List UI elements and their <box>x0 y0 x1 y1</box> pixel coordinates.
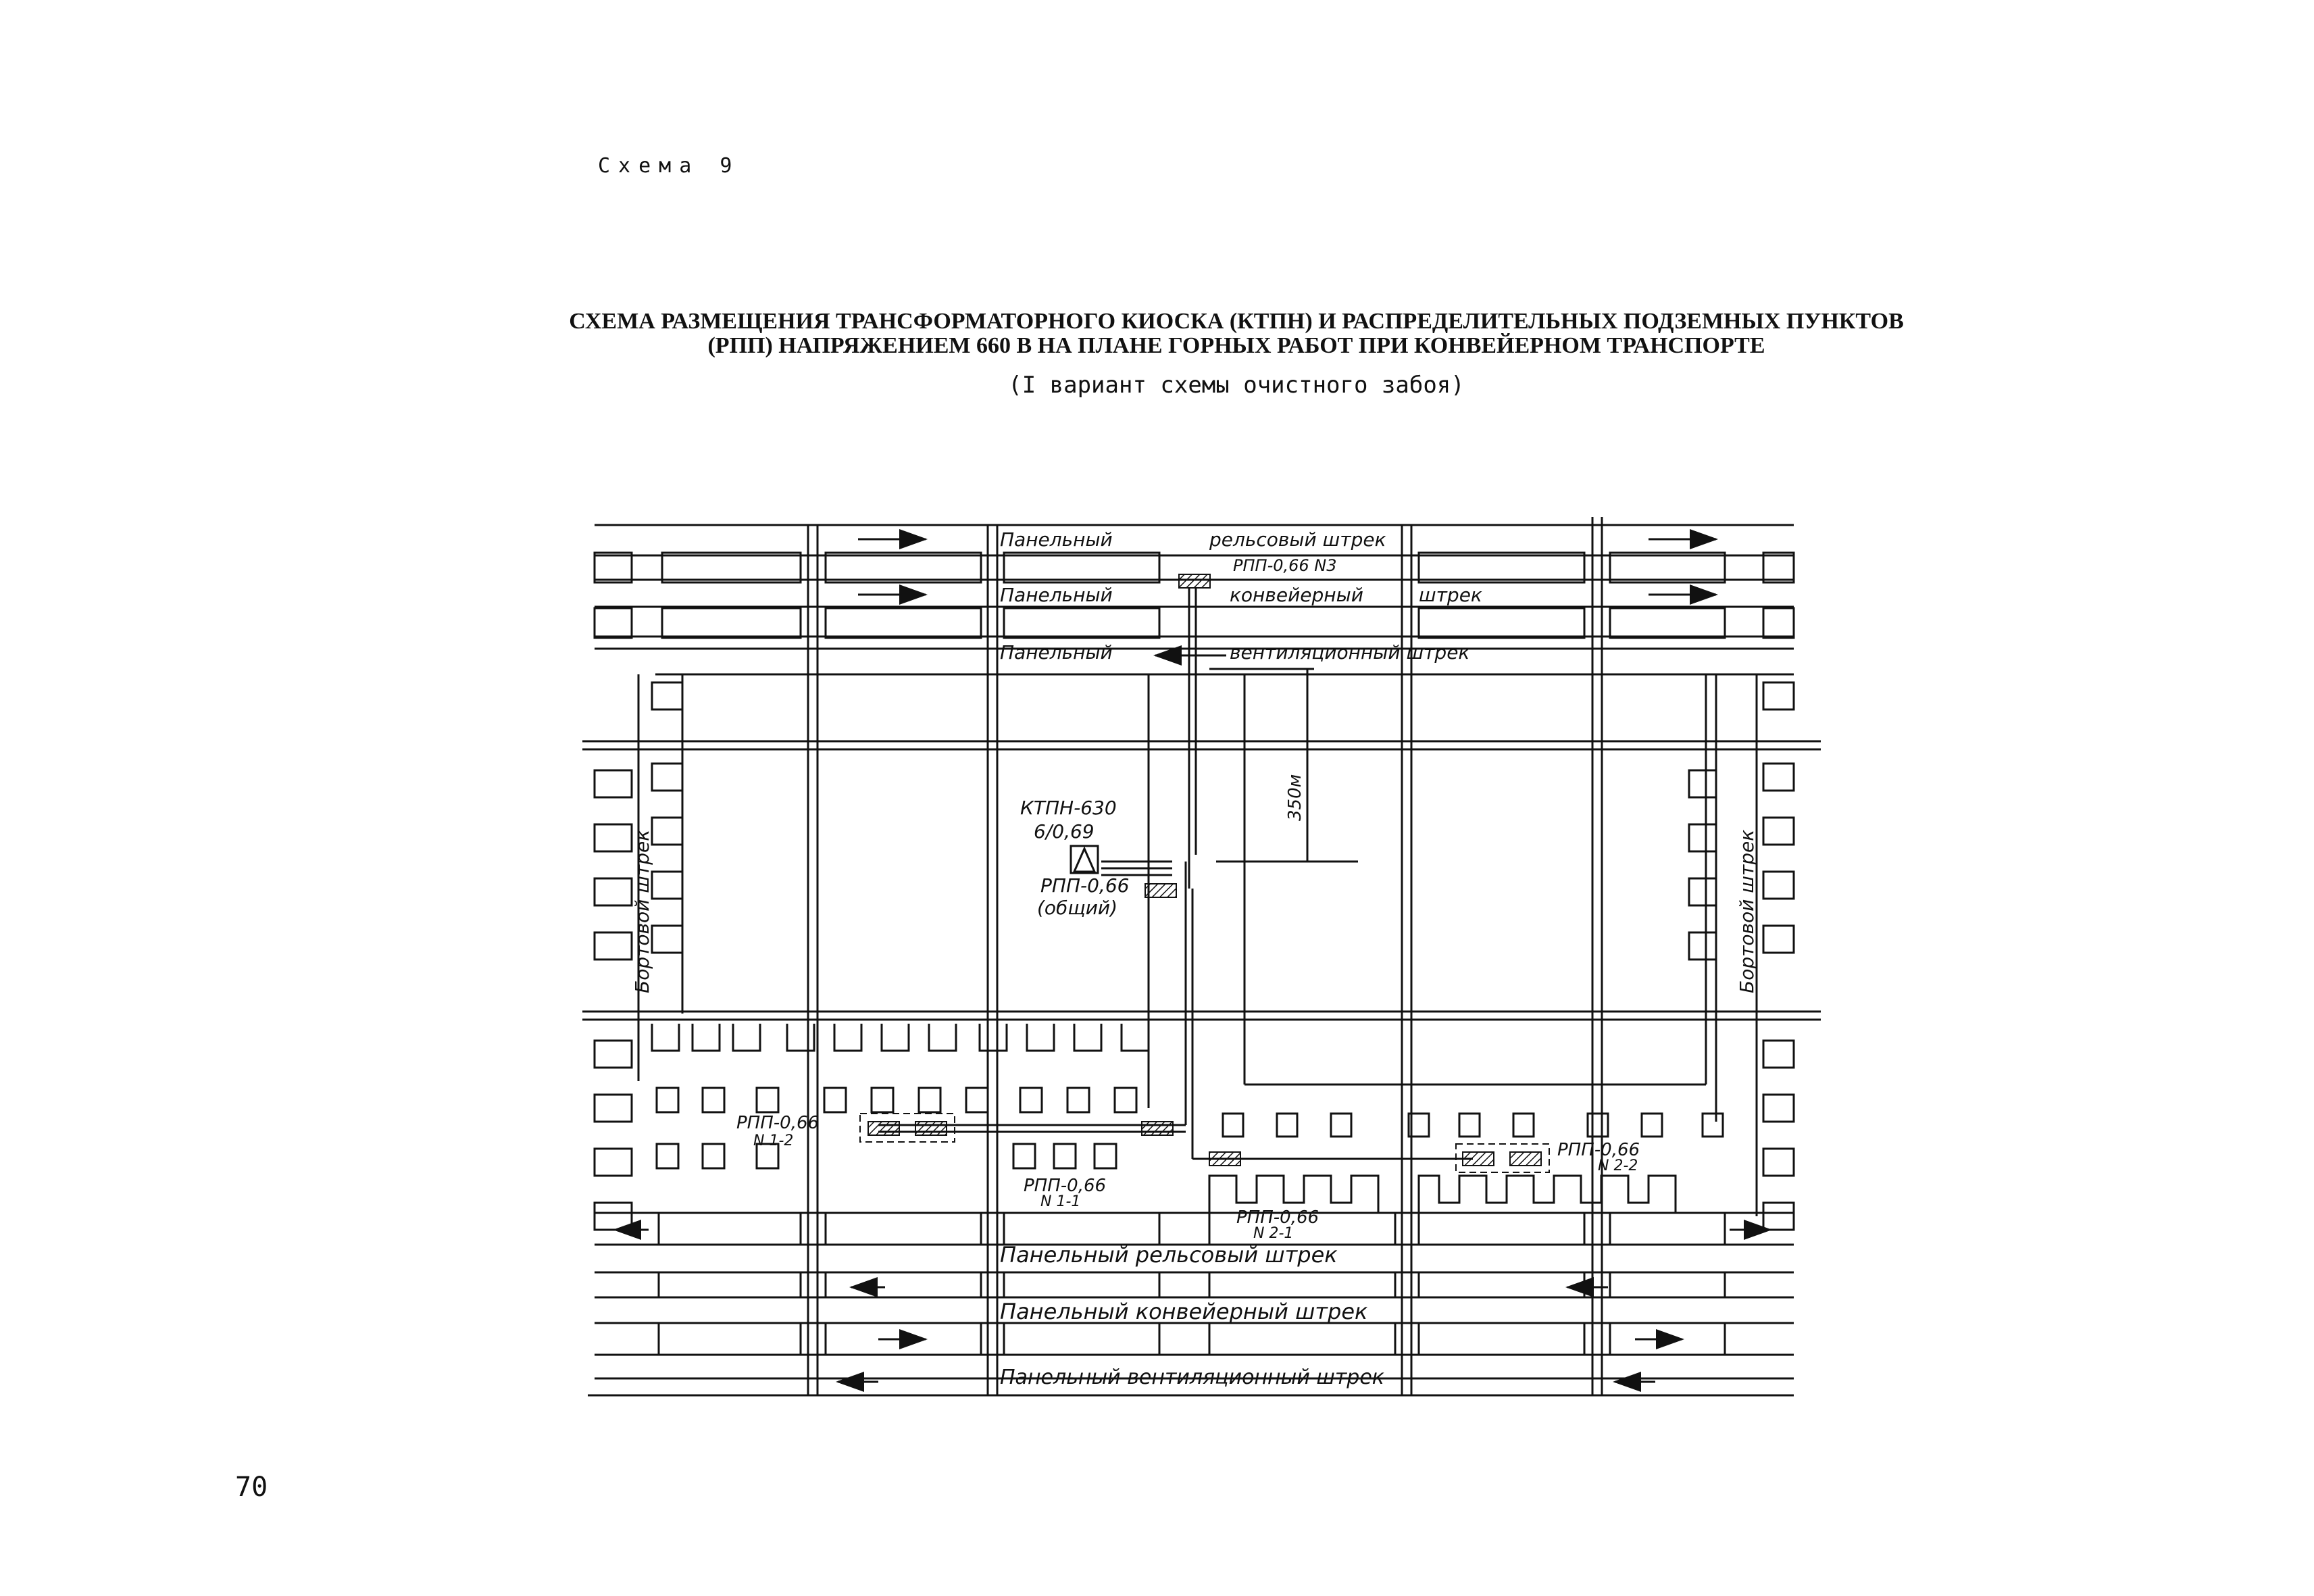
label-top-conv-right: штрек <box>1419 584 1482 606</box>
label-side-left: Бортовой штрек <box>631 830 653 993</box>
label-rpp-12-2: N 1-2 <box>753 1132 793 1149</box>
plan-frame <box>582 517 1821 1397</box>
label-side-right: Бортовой штрек <box>1736 830 1758 993</box>
rpp-22-group <box>1455 1143 1550 1173</box>
label-rpp-21-1: РПП-0,66 <box>1236 1207 1319 1228</box>
flow-arrows-top <box>858 529 1718 666</box>
dimension-line <box>1209 668 1358 863</box>
label-dimension: 350м <box>1285 774 1305 821</box>
rpp-11-box <box>1141 1121 1174 1136</box>
label-bottom-vent: Панельный вентиляционный штрек <box>1000 1366 1384 1389</box>
label-rpp-common-1: РПП-0,66 <box>1040 874 1129 897</box>
label-top-rail-right: рельсовый штрек <box>1209 528 1386 551</box>
rpp-12-box-a <box>867 1121 900 1136</box>
rpp-22-box-b <box>1509 1151 1542 1166</box>
label-rpp-common-2: (общий) <box>1037 897 1117 919</box>
rpp-12-box-b <box>915 1121 947 1136</box>
label-top-vent-left: Панельный <box>1000 641 1113 664</box>
bottom-drifts <box>595 1212 1794 1380</box>
label-top-conv-mid: конвейерный <box>1230 584 1363 606</box>
lower-comb-right <box>1208 1112 1724 1213</box>
label-top-rail-left: Панельный <box>1000 528 1113 551</box>
ktpn-box <box>1070 845 1099 874</box>
flow-arrows-bottom <box>613 1220 1772 1392</box>
rpp-n3-box <box>1178 574 1211 589</box>
page-number: 70 <box>235 1472 268 1503</box>
rpp-21-box <box>1209 1151 1241 1166</box>
label-bottom-rail: Панельный рельсовый штрек <box>1000 1242 1338 1268</box>
label-rpp-11-1: РПП-0,66 <box>1024 1176 1106 1196</box>
label-rpp-11-2: N 1-1 <box>1040 1193 1080 1210</box>
label-ktpn-1: КТПН-630 <box>1020 797 1117 819</box>
label-rpp-22-1: РПП-0,66 <box>1557 1140 1640 1160</box>
label-top-rpp: РПП-0,66 N3 <box>1233 556 1337 575</box>
lower-comb-left <box>651 1024 1150 1170</box>
rpp-common-box <box>1145 883 1177 898</box>
label-rpp-21-2: N 2-1 <box>1253 1225 1293 1242</box>
title-line-2: (РПП) НАПРЯЖЕНИЕМ 660 В НА ПЛАНЕ ГОРНЫХ … <box>707 333 1765 358</box>
label-top-vent-right: вентиляционный штрек <box>1230 641 1469 664</box>
document-title: СХЕМА РАЗМЕЩЕНИЯ ТРАНСФОРМАТОРНОГО КИОСК… <box>473 309 2000 399</box>
label-rpp-12-1: РПП-0,66 <box>736 1113 819 1133</box>
left-comb <box>593 674 684 1231</box>
title-line-1: СХЕМА РАЗМЕЩЕНИЯ ТРАНСФОРМАТОРНОГО КИОСК… <box>569 309 1904 334</box>
title-subtitle: (I вариант схемы очистного забоя) <box>1008 372 1465 399</box>
label-bottom-conv: Панельный конвейерный штрек <box>1000 1299 1368 1324</box>
ktpn-symbol <box>1072 846 1097 873</box>
rpp-12-group <box>859 1113 955 1143</box>
schema-number: Схема 9 <box>598 154 740 178</box>
label-rpp-22-2: N 2-2 <box>1598 1157 1638 1174</box>
right-comb <box>1688 674 1795 1231</box>
central-panel <box>1147 674 1707 1108</box>
label-top-conv-left: Панельный <box>1000 584 1113 606</box>
top-drifts <box>593 551 1795 676</box>
rpp-22-box-a <box>1462 1151 1494 1166</box>
label-ktpn-2: 6/0,69 <box>1034 820 1095 843</box>
